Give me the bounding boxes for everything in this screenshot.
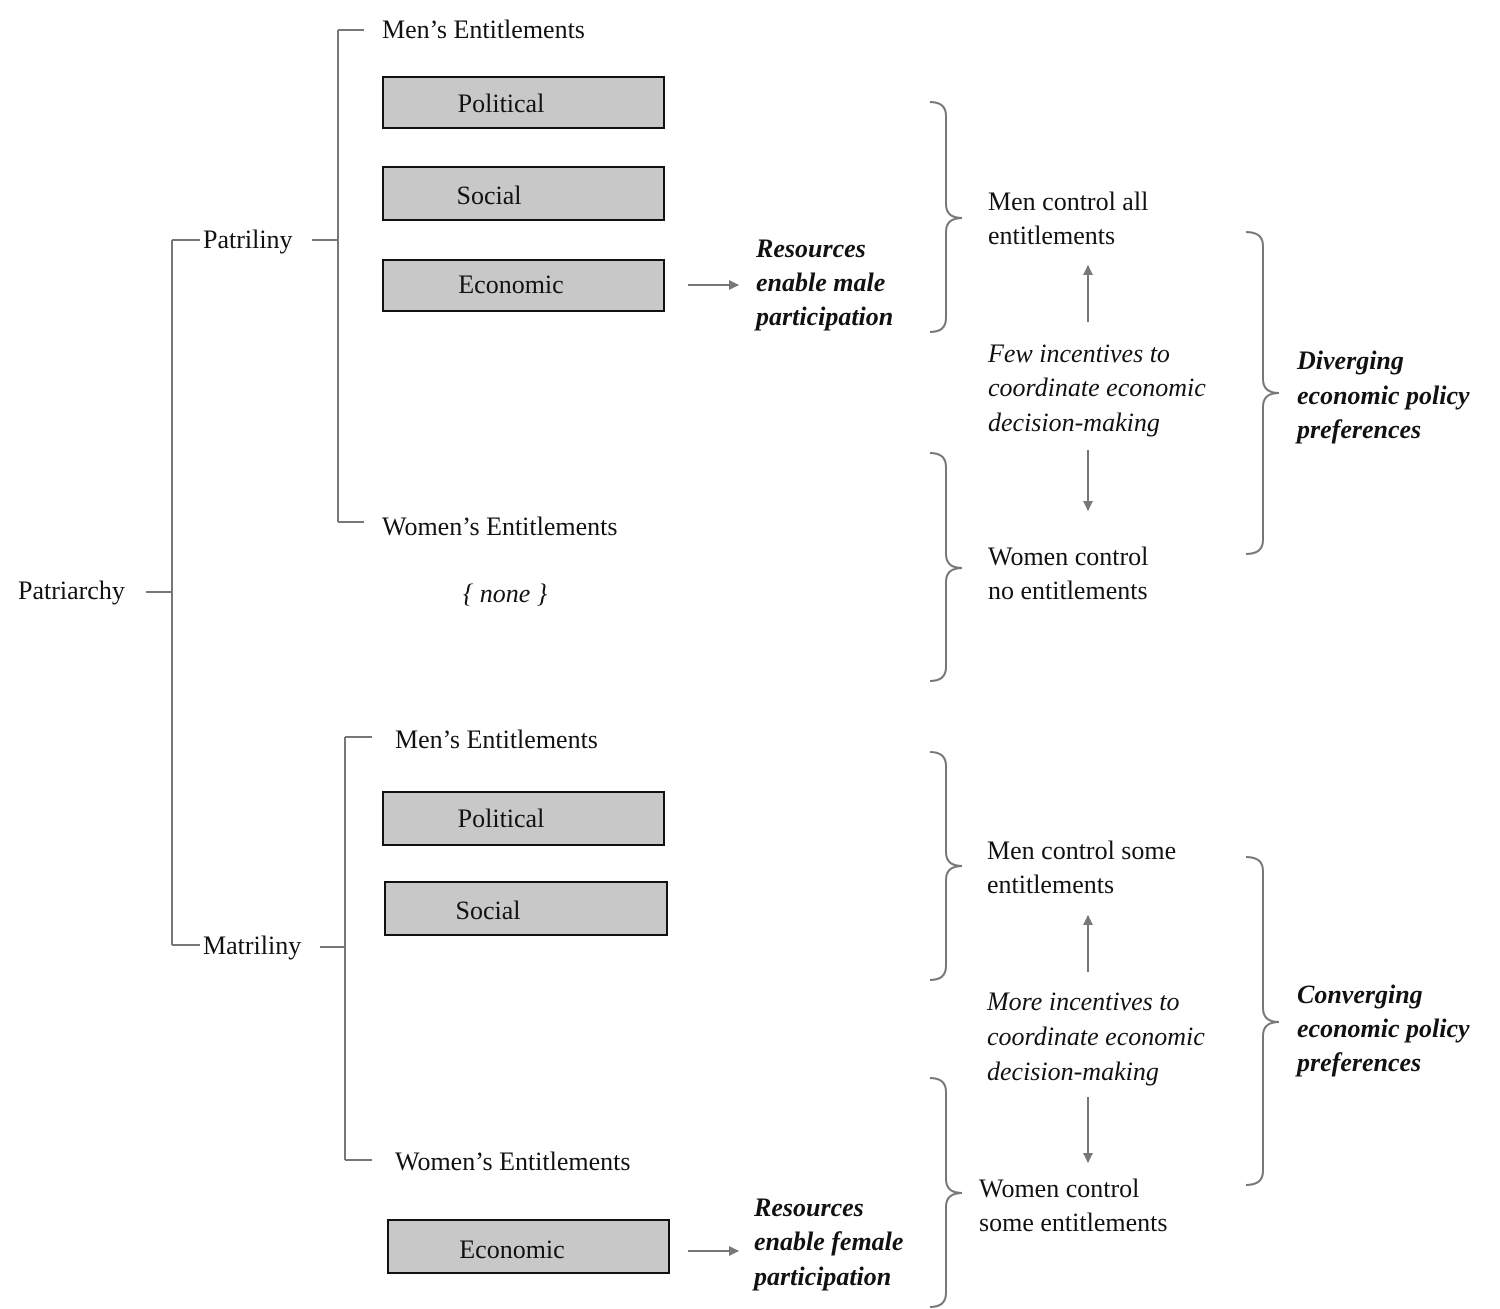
resources-female-line-1: Resources	[753, 1193, 864, 1222]
converging-line-3: preferences	[1295, 1048, 1421, 1077]
women-control-none-line-2: no entitlements	[988, 576, 1148, 605]
brace-women-control-none	[929, 452, 963, 682]
diverging-line-2: economic policy	[1297, 381, 1470, 410]
tree-connectors	[146, 29, 372, 1161]
patriliny-social-label: Social	[457, 181, 522, 210]
patriliny-box-political	[382, 76, 665, 129]
women-control-some-line-2: some entitlements	[979, 1208, 1167, 1237]
patriliny-box-economic	[382, 259, 665, 312]
patriliny-label: Patriliny	[203, 225, 293, 254]
more-incentives-line-1: More incentives to	[986, 987, 1180, 1016]
men-control-some-line-2: entitlements	[987, 870, 1114, 899]
braces	[929, 101, 1280, 1308]
brace-diverging	[1245, 231, 1280, 555]
diverging-line-3: preferences	[1295, 415, 1421, 444]
resources-male-line-1: Resources	[755, 234, 866, 263]
few-incentives-line-2: coordinate economic	[988, 373, 1206, 402]
patriliny-economic-label: Economic	[458, 270, 563, 299]
patriliny-mens-entitlements-title: Men’s Entitlements	[382, 15, 585, 44]
converging-line-1: Converging	[1297, 980, 1423, 1009]
patriliny-womens-entitlements-title: Women’s Entitlements	[382, 512, 618, 541]
men-control-all-line-1: Men control all	[988, 187, 1148, 216]
resources-female-line-3: participation	[752, 1262, 891, 1291]
brace-men-control-all	[929, 101, 963, 333]
patriliny-womens-none: { none }	[463, 579, 548, 608]
few-incentives-line-3: decision-making	[988, 408, 1160, 437]
men-control-some-line-1: Men control some	[987, 836, 1176, 865]
patriarchy-label: Patriarchy	[18, 576, 125, 605]
matriliny-social-label: Social	[456, 896, 521, 925]
men-control-all-line-2: entitlements	[988, 221, 1115, 250]
entitlement-boxes	[382, 76, 670, 1274]
arrows	[688, 265, 1093, 1256]
more-incentives-line-3: decision-making	[987, 1057, 1159, 1086]
matriliny-label: Matriliny	[203, 931, 301, 960]
matriliny-mens-entitlements-title: Men’s Entitlements	[395, 725, 598, 754]
diverging-line-1: Diverging	[1296, 346, 1404, 375]
brace-converging	[1245, 856, 1280, 1186]
brace-men-control-some	[929, 751, 963, 981]
patriliny-political-label: Political	[458, 89, 545, 118]
matriliny-economic-label: Economic	[459, 1235, 564, 1264]
women-control-some-line-1: Women control	[979, 1174, 1139, 1203]
matriliny-box-social	[384, 881, 668, 936]
matriliny-box-economic	[387, 1219, 670, 1274]
resources-male-line-3: participation	[754, 302, 893, 331]
matriliny-womens-entitlements-title: Women’s Entitlements	[395, 1147, 631, 1176]
women-control-none-line-1: Women control	[988, 542, 1148, 571]
few-incentives-line-1: Few incentives to	[987, 339, 1170, 368]
resources-male-line-2: enable male	[756, 268, 885, 297]
more-incentives-line-2: coordinate economic	[987, 1022, 1205, 1051]
brace-women-control-some	[929, 1077, 963, 1308]
matriliny-box-political	[382, 791, 665, 846]
resources-female-line-2: enable female	[754, 1227, 903, 1256]
patriliny-box-social	[382, 166, 665, 221]
matriliny-political-label: Political	[458, 804, 545, 833]
converging-line-2: economic policy	[1297, 1014, 1470, 1043]
